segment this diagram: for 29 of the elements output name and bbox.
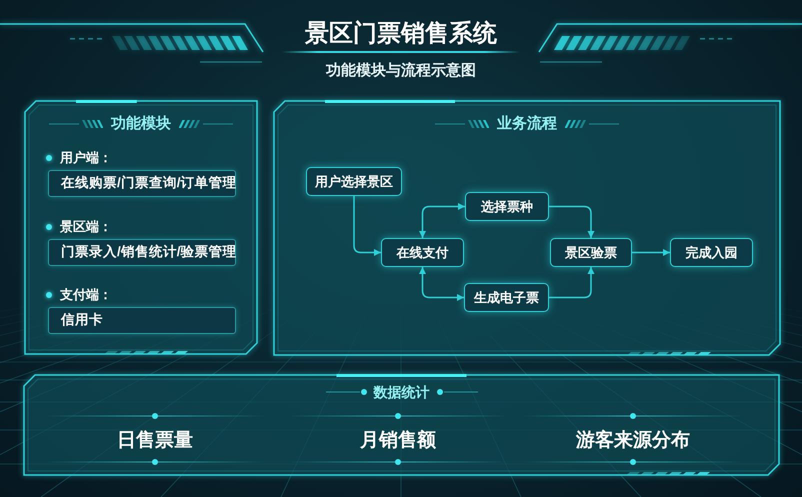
feature-box: 门票录入/销售统计/验票管理 <box>48 239 236 266</box>
page-title: 景区门票销售系统 <box>305 21 497 47</box>
double-arrow <box>419 203 465 238</box>
process-box: 生成电子票 <box>464 283 549 312</box>
arrow <box>549 267 594 298</box>
feature-box: 信用卡 <box>48 307 236 334</box>
stat-label: 日售票量 <box>117 429 193 453</box>
process-box: 在线支付 <box>381 238 464 267</box>
feature-box: 在线购票/门票查询/订单管理 <box>48 170 236 197</box>
panel <box>273 100 781 356</box>
double-arrow <box>419 267 464 301</box>
stat-label: 月销售额 <box>360 429 436 453</box>
process-box: 景区验票 <box>550 238 632 267</box>
section-label: 支付端： <box>60 287 112 303</box>
arrow <box>353 196 381 256</box>
process-box: 用户选择景区 <box>306 167 402 196</box>
section-label: 用户端： <box>60 150 112 166</box>
panel <box>24 100 258 355</box>
subtitle: 功能模块与流程示意图 <box>326 62 476 80</box>
section-label: 景区端： <box>60 219 112 235</box>
stats-panel <box>23 374 780 476</box>
arrow <box>632 249 670 256</box>
process-box: 完成入园 <box>670 238 753 267</box>
panel-heading: 业务流程 <box>497 115 557 133</box>
panel-heading: 数据统计 <box>374 383 430 401</box>
process-box: 选择票种 <box>465 192 549 221</box>
panel-heading: 功能模块 <box>111 115 171 133</box>
stat-label: 游客来源分布 <box>576 429 690 453</box>
arrow <box>549 206 594 238</box>
